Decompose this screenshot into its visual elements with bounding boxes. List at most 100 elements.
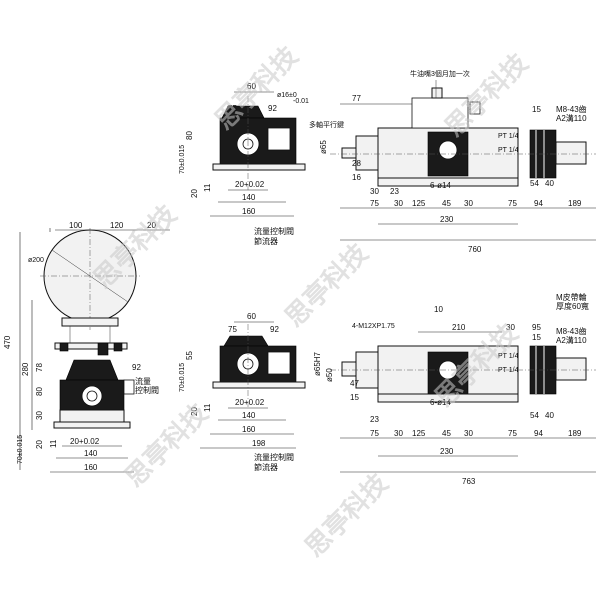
dim-210: 210	[452, 323, 466, 332]
dim-54: 54	[530, 179, 539, 188]
dim-280: 280	[21, 362, 30, 376]
dim-dia65: ø65	[319, 140, 328, 154]
watermark-3: 思亭科技	[279, 238, 374, 333]
dim-23: 23	[390, 187, 399, 196]
dim-30c: 30	[464, 429, 473, 438]
dim-10: 10	[434, 305, 443, 314]
dim-30c: 30	[464, 199, 473, 208]
dim-189: 189	[568, 199, 582, 208]
dim-75: 75	[228, 325, 237, 334]
dim-60: 60	[247, 82, 256, 91]
dim-70-tol: 70±0.015	[17, 435, 24, 464]
dim-45: 45	[442, 199, 451, 208]
dim-140: 140	[242, 411, 256, 420]
dim-20: 20	[190, 407, 199, 416]
dim-6-dia14: 6-ø14	[430, 181, 451, 190]
dim-160: 160	[242, 207, 256, 216]
caption-valve: 流量控制閥	[254, 452, 294, 462]
dim-6-dia14: 6-ø14	[430, 398, 451, 407]
dim-28: 28	[352, 159, 361, 168]
bottom-right-view: 4-M12XP1.75 10 210 30 95 M皮帶輪 厚度60寬 15 M…	[313, 292, 596, 486]
note-m12: 4-M12XP1.75	[352, 323, 395, 330]
dim-92: 92	[132, 363, 141, 372]
dim-763: 763	[462, 477, 476, 486]
label-control-valve: 控制閥	[135, 385, 159, 395]
port-2: PT 1/4	[498, 147, 519, 154]
dim-198: 198	[252, 439, 266, 448]
dim-189: 189	[568, 429, 582, 438]
dim-15: 15	[532, 105, 541, 114]
caption-throttle: 節流器	[254, 236, 278, 246]
dim-16: 16	[352, 173, 361, 182]
dim-47: 47	[350, 379, 359, 388]
gear-spec: M8-43齒	[556, 104, 587, 114]
dim-dia16-tol: -0.01	[293, 98, 309, 105]
top-right-view: 牛油嘴3個月加一次 77 多軸平行鍵 ø65 28 16 15 M8-43齒 A…	[309, 69, 596, 254]
dim-70-tol: 70±0.015	[179, 145, 186, 174]
dim-160: 160	[84, 463, 98, 472]
dim-11: 11	[203, 403, 212, 412]
dim-30: 30	[506, 323, 515, 332]
dim-160: 160	[242, 425, 256, 434]
dim-15b: 15	[350, 393, 359, 402]
watermark-5: 思亭科技	[119, 398, 214, 493]
dim-125: 125	[412, 199, 426, 208]
dim-77: 77	[352, 94, 361, 103]
dim-120: 120	[110, 221, 124, 230]
dim-78: 78	[35, 363, 44, 372]
dim-140: 140	[84, 449, 98, 458]
dim-92: 92	[270, 325, 279, 334]
dim-20-tol: 20+0.02	[70, 437, 100, 446]
dim-30: 30	[370, 187, 379, 196]
left-view: 100 120 20 ø200 470 280 78 80 92 流量 控制閥 …	[3, 221, 170, 473]
label-flow: 流量	[135, 376, 151, 386]
groove-spec: A2溝110	[556, 113, 587, 123]
dim-125: 125	[412, 429, 426, 438]
dim-470: 470	[3, 335, 12, 349]
dim-80: 80	[35, 387, 44, 396]
top-mid-view: 60 75 92 ø16±0 -0.01 80 70±0.015 20 11 2…	[179, 82, 309, 246]
gear-spec: M8-43齒	[556, 326, 587, 336]
dim-75b: 75	[508, 429, 517, 438]
dim-45: 45	[442, 429, 451, 438]
dim-dia200: ø200	[28, 257, 44, 264]
dim-60: 60	[247, 312, 256, 321]
dim-20: 20	[190, 189, 199, 198]
groove-spec: A2溝110	[556, 335, 587, 345]
dim-dia50: ø50	[325, 368, 334, 382]
dim-94: 94	[534, 199, 543, 208]
note-key: 多軸平行鍵	[309, 120, 344, 129]
dim-15: 15	[532, 333, 541, 342]
dim-75a: 75	[370, 429, 379, 438]
dim-30b: 30	[394, 199, 403, 208]
dim-30b: 30	[394, 429, 403, 438]
dim-100: 100	[69, 221, 83, 230]
bottom-mid-view: 60 75 92 55 70±0.015 20 11 20+0.02 140 1…	[179, 312, 306, 472]
dim-760: 760	[468, 245, 482, 254]
dim-11: 11	[203, 183, 212, 192]
dim-75b: 75	[508, 199, 517, 208]
dim-11: 11	[49, 439, 58, 448]
watermark-6: 思亭科技	[299, 468, 394, 563]
dim-70-tol: 70±0.015	[179, 363, 186, 392]
port-1: PT 1/4	[498, 133, 519, 140]
dim-dia16: ø16±0	[277, 92, 297, 99]
dim-54: 54	[530, 411, 539, 420]
port-1: PT 1/4	[498, 353, 519, 360]
dim-230: 230	[440, 215, 454, 224]
dim-92: 92	[268, 104, 277, 113]
dim-94: 94	[534, 429, 543, 438]
dim-dia65h7: ø65H7	[313, 351, 322, 376]
dim-75: 75	[228, 104, 237, 113]
dim-230: 230	[440, 447, 454, 456]
port-2: PT 1/4	[498, 367, 519, 374]
dim-23: 23	[370, 415, 379, 424]
dim-40: 40	[545, 179, 554, 188]
dim-80: 80	[185, 131, 194, 140]
dim-140: 140	[242, 193, 256, 202]
note-oil: 牛油嘴3個月加一次	[410, 69, 470, 78]
belt-spec: M皮帶輪	[556, 292, 587, 302]
dim-20-top: 20	[147, 221, 156, 230]
